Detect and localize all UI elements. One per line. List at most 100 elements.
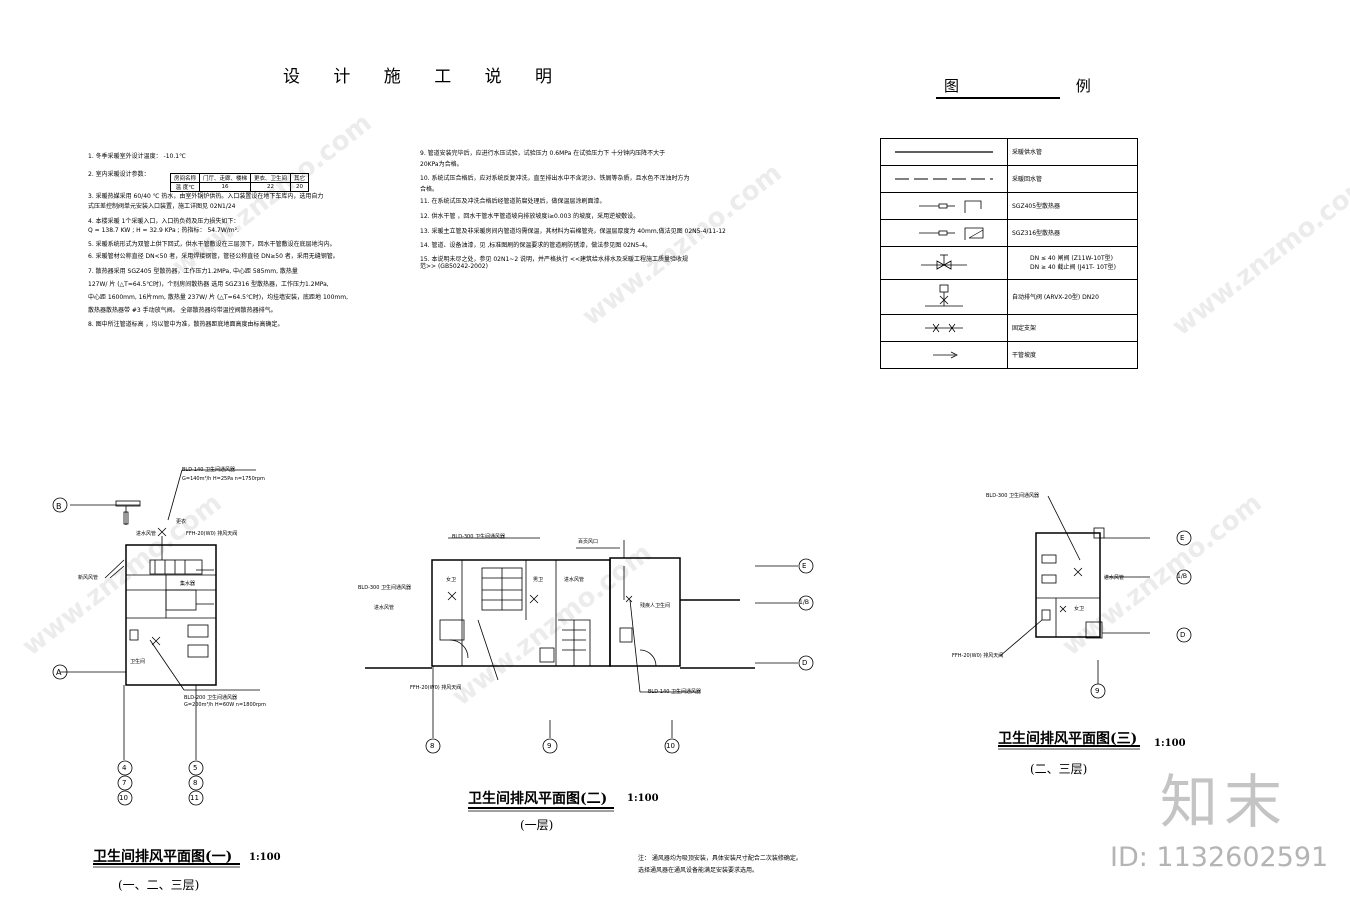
drawing-scale: 1:100 (627, 793, 659, 804)
note-line: 8. 图中所注管道标高 ，均以管中为准，散热器距底地面高度由标高确定。 (88, 321, 284, 328)
plan-2 (365, 537, 798, 738)
note-line: 合格。 (420, 186, 439, 193)
brand-watermark: 知末 (1160, 768, 1289, 836)
note-line: 式压差控制阀单元安装入口装置，施工详图见 02N1/24 (88, 203, 236, 210)
indoor-temp-table: 房间名称 门厅、走廊、楼梯 更衣、卫生间 其它 温 度℃ 16 22 20 (169, 173, 310, 192)
legend: 采暖供水管 采暖回水管 SGZ405型散热器 SGZ316型散热器 DN ≤ 4… (880, 138, 1138, 369)
legend-label: SGZ405型散热器 (1012, 202, 1061, 210)
grid-label: 1/B (1177, 573, 1187, 580)
plan-1 (60, 469, 260, 760)
annotation: 集水器 (180, 581, 196, 587)
grid-label: 10 (119, 794, 128, 802)
plan-3 (999, 495, 1150, 684)
legend-row: SGZ405型散热器 (881, 193, 1137, 220)
drawing-scale: 1:100 (1154, 738, 1186, 749)
annotation: FFH-20(W0) 排风天阀 (952, 653, 1004, 659)
note-line: Q = 138.7 KW ; H = 32.9 KPa ; 热指标： 54.7W… (88, 227, 239, 234)
grid-label: 1/B (799, 599, 809, 606)
note-line: 127W/ 片 (△T=64.5℃时)，个别房间散热器 选用 SGZ316 型散… (88, 281, 329, 288)
slope-icon (933, 351, 958, 359)
drawing-floors: (二、三层) (1030, 762, 1088, 776)
grid-label: D (802, 659, 808, 667)
legend-title: 图 例 (944, 77, 1147, 95)
legend-row: 采暖回水管 (881, 166, 1137, 193)
note-line: 14. 管道、设备油漆，见 ,标准图刷的保温要求的管道刷防锈漆，做法参见图 02… (420, 242, 652, 249)
grid-label: 4 (122, 764, 127, 772)
grid-label: 9 (547, 742, 552, 750)
image-id-watermark: ID: 1132602591 (1110, 842, 1329, 873)
notes-right: 9. 管道安装完毕后，应进行水压试验，试验压力 0.6MPa 在试验压力下 十分… (420, 150, 840, 270)
grid-label: 11 (190, 794, 199, 802)
legend-row: 固定支架 (881, 315, 1137, 342)
fixed-support-icon (925, 323, 963, 333)
note-line: 15. 本说明未尽之处，参见 02N1~2 说明，并严格执行 <<建筑给水排水及… (420, 256, 689, 270)
legend-label: 固定支架 (1012, 324, 1037, 332)
page-title: 设 计 施 工 说 明 (283, 67, 567, 87)
grid-label: E (1180, 534, 1185, 542)
grid-label: 7 (122, 779, 127, 787)
legend-title-underline (936, 97, 1060, 99)
legend-label-line: DN ≤ 40 闸阀 (Z11W-10T型) (1030, 255, 1113, 262)
annotation: 进水风管 (136, 531, 157, 537)
annotation: 进水风管 (1104, 575, 1125, 581)
annotation: 女卫 (446, 577, 457, 583)
grid-label: B (56, 502, 62, 511)
grid-label: 9 (1095, 687, 1100, 695)
annotation: 残疾人卫生间 (640, 603, 671, 609)
footnote: 注： 通风器均为吸顶安装，具体安装尺寸配合二次装修确定。 选择通风器在通风设备能… (638, 855, 802, 874)
radiator-a-icon (919, 200, 982, 213)
drawing-floors: (一、二、三层) (118, 878, 200, 892)
drawing-title: 卫生间排风平面图(一) (93, 849, 233, 865)
radiator-b-icon (919, 227, 984, 240)
grid-label: D (1180, 631, 1186, 639)
legend-row: SGZ316型散热器 (881, 220, 1137, 247)
note-line: 散热器散热器带 #3 手动放气阀。 全部散热器均带温控阀散热器排气。 (88, 307, 277, 314)
supply-line-icon (895, 151, 993, 153)
note-line: 7. 散热器采用 SGZ405 型散热器，工作压力1.2MPa, 中心距 585… (88, 268, 298, 275)
annotation: 进水风管 (374, 605, 395, 611)
annotation: G=200m³/h H=60W n=1800rpm (184, 702, 266, 708)
grid-label: A (56, 668, 62, 677)
annotation: 卫生间 (130, 659, 146, 665)
drawing-title: 卫生间排风平面图(二) (468, 791, 608, 807)
note-line: 20KPa为合格。 (420, 161, 463, 168)
grid-label: 8 (430, 742, 435, 750)
annotation: BLD-300 卫生间通风器 (986, 493, 1040, 499)
note-line: 5. 采暖系统形式为双管上供下回式，供水干管敷设在三层顶下，回水干管敷设在底层地… (88, 241, 336, 248)
note-line: 12. 供水干管 ，回水干管水平管道坡向排放坡度i≥0.003 的坡度，采用逆坡… (420, 213, 640, 220)
annotation: BLD-300 卫生间通风器 (452, 534, 506, 540)
legend-label: 干管坡度 (1012, 351, 1037, 359)
notes-left: 1. 冬季采暖室外设计温度： -10.1℃ 2. 室内采暖设计参数： 3. 采暖… (88, 153, 418, 328)
grid-bubbles (52, 497, 1192, 806)
legend-label: 自动排气阀 (ARVX-20型) DN20 (1012, 293, 1099, 301)
legend-row: DN ≤ 40 闸阀 (Z11W-10T型) DN ≥ 40 截止阀 (J41T… (881, 247, 1137, 280)
valve-icon (921, 254, 967, 270)
legend-label: 采暖供水管 (1012, 148, 1043, 156)
legend-row: 采暖供水管 (881, 139, 1137, 166)
note-line: 11. 在系统试压及冲洗合格后经管道防腐处理后，做保温层涂刷面漆。 (420, 198, 606, 205)
table-cell: 20 (290, 182, 310, 192)
drawing-floors: (一层) (520, 818, 554, 832)
note-line: 中心距 1600mm, 16片mm, 散热量 237W/ 片 (△T=64.5℃… (88, 294, 348, 301)
note-line: 2. 室内采暖设计参数： (88, 171, 150, 178)
annotation: BLD-300 卫生间通风器 (358, 585, 412, 591)
annotation: BLD-200 卫生间通风器 (184, 695, 238, 701)
annotation: BLD-140 卫生间通风器 (182, 467, 236, 473)
annotation: 进水风管 (564, 577, 585, 583)
note-line: 4. 本楼采暖 1个采暖入口，入口热负荷及压力损失如下： (88, 218, 240, 225)
annotation: 男卫 (533, 577, 544, 583)
note-line: 6. 采暖管材公称直径 DN<50 者，采用焊接钢管，管径公称直径 DN≥50 … (88, 253, 339, 260)
grid-label: E (802, 562, 807, 570)
air-vent-icon (925, 284, 963, 307)
table-cell: 温 度℃ (169, 182, 201, 192)
grid-label: 8 (193, 779, 198, 787)
legend-label-line: DN ≥ 40 截止阀 (J41T- 10T型) (1030, 264, 1116, 271)
legend-row: 干管坡度 (881, 342, 1137, 368)
grid-label: 5 (193, 764, 198, 772)
drawing-scale: 1:100 (249, 852, 281, 863)
annotation: 女卫 (1074, 606, 1085, 612)
note-line: 13. 采暖主立管及非采暖房间内管道均需保温，其材料为岩棉管壳，保温层厚度为 4… (420, 228, 726, 235)
annotation: 百页风口 (578, 539, 599, 545)
drawing-title: 卫生间排风平面图(三) (998, 731, 1138, 747)
